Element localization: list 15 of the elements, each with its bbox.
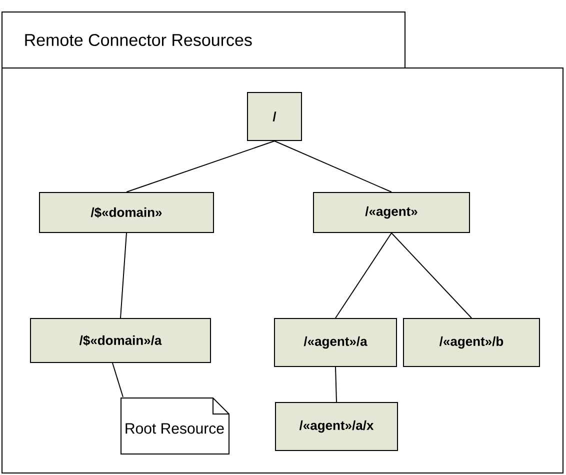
node-label: Remote Connector Resources: [25, 34, 252, 46]
resource-box: /«agent»/a: [274, 318, 397, 367]
connector-line: [391, 232, 472, 318]
connector-line: [274, 140, 392, 192]
resource-box: /$«domain»/a: [30, 318, 211, 363]
connector-line: [335, 366, 337, 402]
connector-line: [126, 140, 275, 192]
resource-box: /«agent»/a/x: [275, 402, 398, 451]
resource-box: /«agent»: [313, 192, 470, 233]
resource-box: /: [247, 92, 302, 141]
connector-line: [335, 232, 392, 318]
connector-line: [112, 362, 124, 398]
resource-box: /«agent»/b: [403, 318, 540, 367]
connector-line: [120, 232, 127, 318]
resource-box: /$«domain»: [39, 192, 214, 233]
